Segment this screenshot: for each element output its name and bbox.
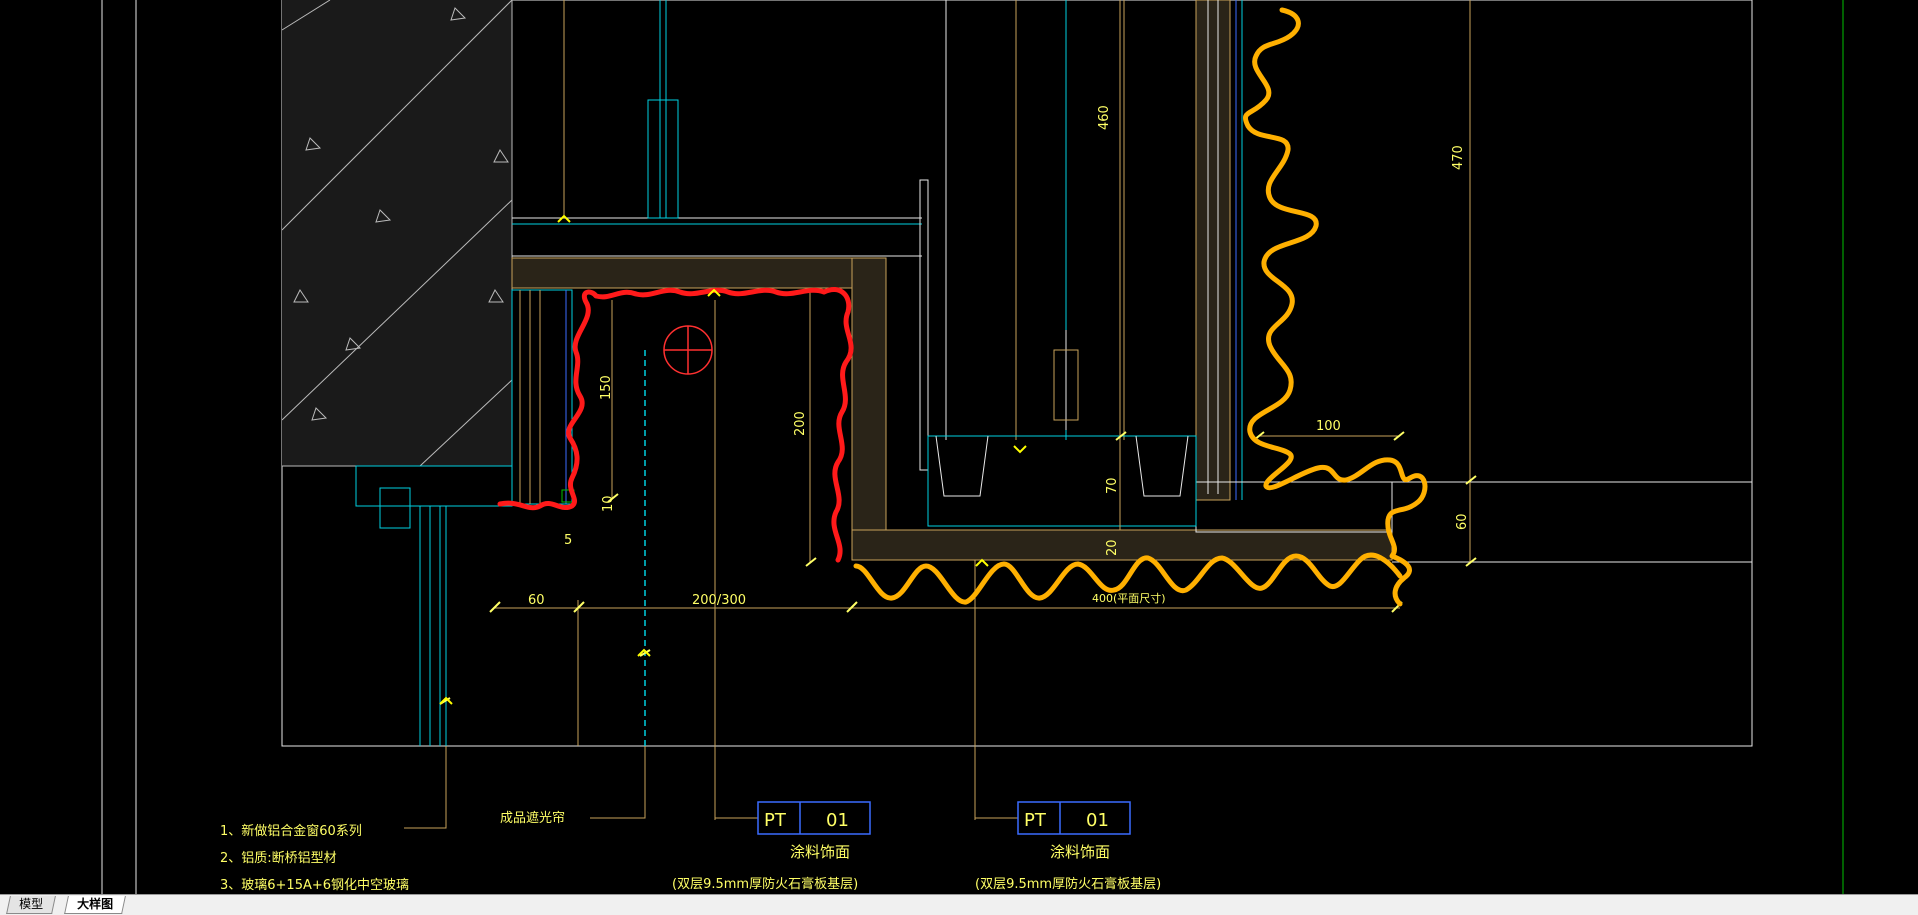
dim-5: 5	[564, 533, 572, 548]
dim-150: 150	[599, 375, 614, 400]
dimension-ticks	[439, 431, 1477, 705]
cad-drawing: 460 470 150 200 100 70 60 10 5 20 60 200…	[101, 0, 1844, 894]
cad-drawing-canvas[interactable]: 460 470 150 200 100 70 60 10 5 20 60 200…	[0, 0, 1918, 894]
dim-60-bottom: 60	[528, 593, 545, 608]
red-markup-scribble	[497, 287, 854, 563]
dimension-texts: 460 470 150 200 100 70 60 10 5 20 60 200…	[528, 105, 1470, 608]
ceiling-structure	[511, 0, 1125, 471]
pt-tag-2-sub: (双层9.5mm厚防火石膏板基层)	[975, 876, 1161, 892]
tab-model[interactable]: 模型	[6, 896, 56, 914]
dim-60-right: 60	[1455, 513, 1470, 530]
dim-20: 20	[1105, 539, 1120, 556]
pt-tag-1-code: PT	[764, 810, 787, 831]
concrete-wall	[281, 0, 513, 467]
dim-200: 200	[793, 411, 808, 436]
pt-tag-1-num: 01	[826, 810, 849, 831]
layout-tab-bar: 模型 大样图	[0, 894, 1918, 915]
pt-tag-2-num: 01	[1086, 810, 1109, 831]
pt-tag-2: PT 01 涂料饰面 (双层9.5mm厚防火石膏板基层)	[975, 801, 1161, 892]
curtain-roller	[644, 325, 713, 746]
note-3: 3、玻璃6+15A+6钢化中空玻璃	[220, 878, 409, 893]
pt-tag-1-title: 涂料饰面	[790, 843, 850, 861]
note-2: 2、铝质:断桥铝型材	[220, 851, 337, 866]
note-1: 1、新做铝合金窗60系列	[220, 823, 362, 839]
tab-detail-drawing-label: 大样图	[77, 897, 114, 911]
notes-block: 1、新做铝合金窗60系列 2、铝质:断桥铝型材 3、玻璃6+15A+6钢化中空玻…	[220, 823, 409, 893]
dim-200-300: 200/300	[692, 593, 746, 608]
leader-lines	[404, 600, 1018, 829]
pt-tag-2-title: 涂料饰面	[1050, 843, 1110, 861]
tab-detail-drawing[interactable]: 大样图	[64, 896, 126, 914]
curtain-label: 成品遮光帘	[500, 810, 565, 826]
yellow-markers	[439, 214, 1027, 705]
dim-400: 400(平面尺寸)	[1092, 591, 1166, 605]
pt-tag-1-sub: (双层9.5mm厚防火石膏板基层)	[672, 876, 858, 892]
dim-70: 70	[1105, 477, 1120, 494]
pt-tag-2-code: PT	[1024, 810, 1047, 831]
dimension-lines	[408, 0, 1471, 829]
dim-10: 10	[601, 495, 616, 512]
dim-460: 460	[1097, 105, 1112, 130]
pt-tag-1: PT 01 涂料饰面 (双层9.5mm厚防火石膏板基层)	[672, 801, 871, 892]
bulkhead-box	[851, 0, 1752, 563]
tab-model-label: 模型	[19, 897, 44, 911]
dim-470: 470	[1451, 145, 1466, 170]
orange-markup-scribble	[853, 7, 1428, 607]
dim-100: 100	[1316, 419, 1341, 434]
